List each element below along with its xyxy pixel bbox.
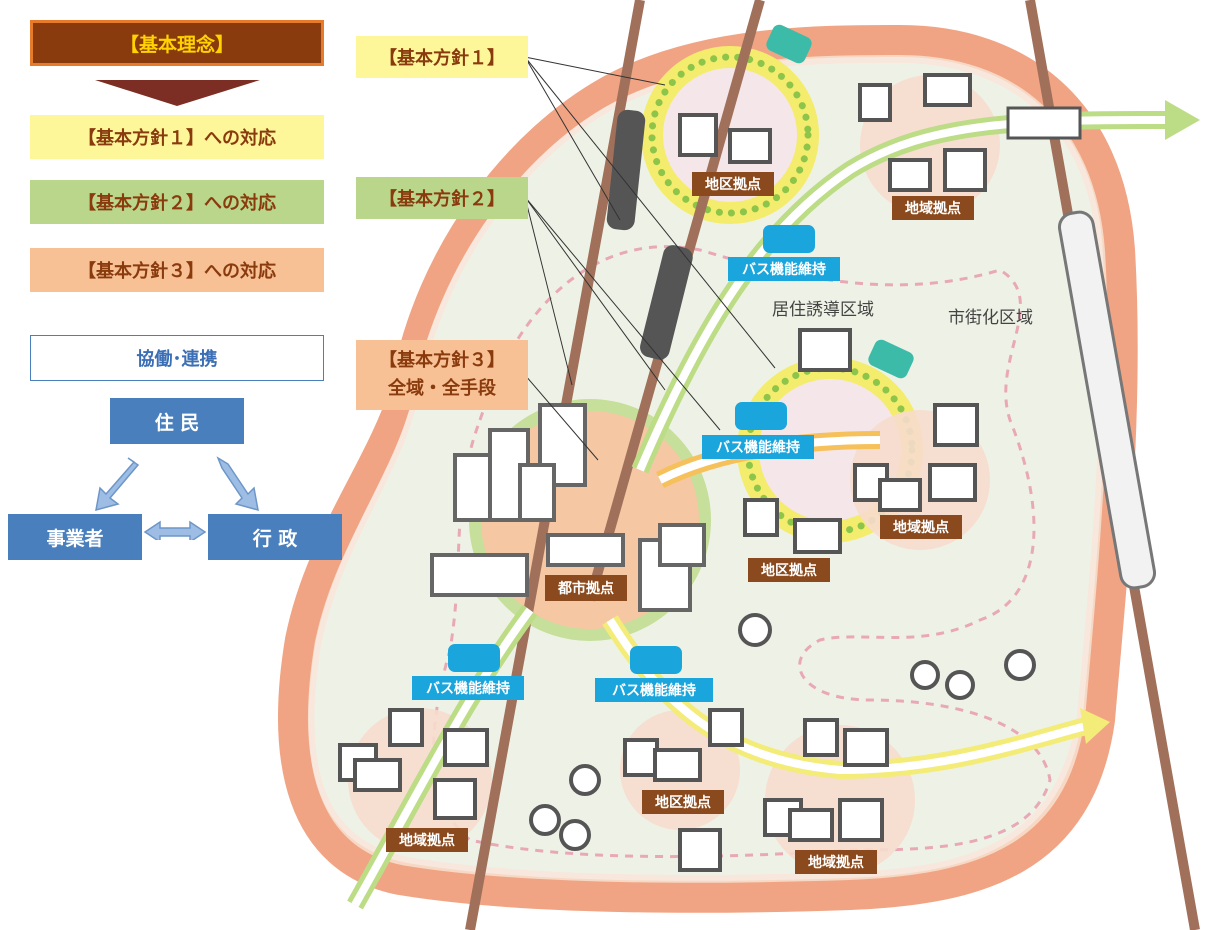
station-building-ne: [1006, 106, 1082, 140]
bus-icons: [448, 225, 815, 674]
district-hub-north-dots: [648, 53, 812, 217]
bus-function-label-south: バス機能維持: [595, 678, 713, 702]
policy-3-tag-line1: 【基本方針３】: [379, 350, 505, 371]
regional-hub-e-badge: 地域拠点: [880, 515, 962, 539]
city-hub-buildings: [430, 403, 706, 612]
district-hub-north-badge: 地区拠点: [692, 172, 774, 196]
train-north: [606, 109, 646, 231]
policy-3-tag: 【基本方針３】 全域・全手段: [356, 340, 528, 410]
basic-philosophy-label: 【基本理念】: [119, 33, 234, 56]
arrow-businesses-administration-icon: [143, 520, 207, 540]
city-hub-badge: 都市拠点: [545, 575, 627, 601]
businesses-box: 事業者: [8, 514, 142, 560]
collaboration-title: 協働･連携: [136, 349, 218, 370]
houses: [338, 73, 987, 872]
businesses-label: 事業者: [46, 527, 104, 550]
policy-2-response-label: 【基本方針２】への対応: [78, 193, 276, 214]
arrow-residents-administration-icon: [216, 456, 259, 512]
collaboration-title-box: 協働･連携: [30, 335, 324, 381]
policy-2-response-box: 【基本方針２】への対応: [30, 180, 324, 224]
policy-2-tag: 【基本方針２】: [356, 177, 528, 219]
policy-3-response-label: 【基本方針３】への対応: [78, 261, 276, 282]
district-hub-south-badge: 地区拠点: [642, 790, 724, 814]
community-bus-icons: [766, 24, 914, 379]
bus-function-label-center: バス機能維持: [702, 435, 814, 459]
trees: [529, 613, 1036, 851]
collaboration-arrows: [95, 456, 259, 540]
train-middle: [640, 245, 693, 360]
policy-2-tag-label: 【基本方針２】: [379, 189, 505, 210]
bus-function-label-southwest: バス機能維持: [412, 676, 524, 700]
residence-area-label: 居住誘導区域: [772, 300, 874, 320]
regional-hub-sw-badge: 地域拠点: [386, 828, 468, 852]
urbanization-area-label: 市街化区域: [948, 308, 1033, 328]
bus-function-label-north: バス機能維持: [728, 257, 840, 281]
policy-1-tag: 【基本方針１】: [356, 36, 528, 78]
bullet-train: [1057, 210, 1157, 590]
district-hub-center-badge: 地区拠点: [748, 558, 830, 582]
residents-label: 住 民: [154, 411, 200, 434]
policy-3-response-box: 【基本方針３】への対応: [30, 248, 324, 292]
residents-box: 住 民: [110, 398, 244, 444]
policy-1-response-label: 【基本方針１】への対応: [78, 128, 276, 149]
policy-1-tag-label: 【基本方針１】: [379, 48, 505, 69]
regional-hub-ne-badge: 地域拠点: [892, 196, 974, 220]
regional-hub-se-badge: 地域拠点: [795, 850, 877, 874]
policy-1-response-box: 【基本方針１】への対応: [30, 115, 324, 159]
administration-label: 行 政: [252, 527, 298, 550]
policy-leader-lines: [524, 56, 776, 461]
arrow-residents-businesses-icon: [95, 457, 140, 512]
basic-philosophy-box: 【基本理念】: [30, 20, 324, 66]
down-triangle-icon: [95, 80, 260, 106]
administration-box: 行 政: [208, 514, 342, 560]
policy-3-tag-line2: 全域・全手段: [388, 378, 496, 399]
